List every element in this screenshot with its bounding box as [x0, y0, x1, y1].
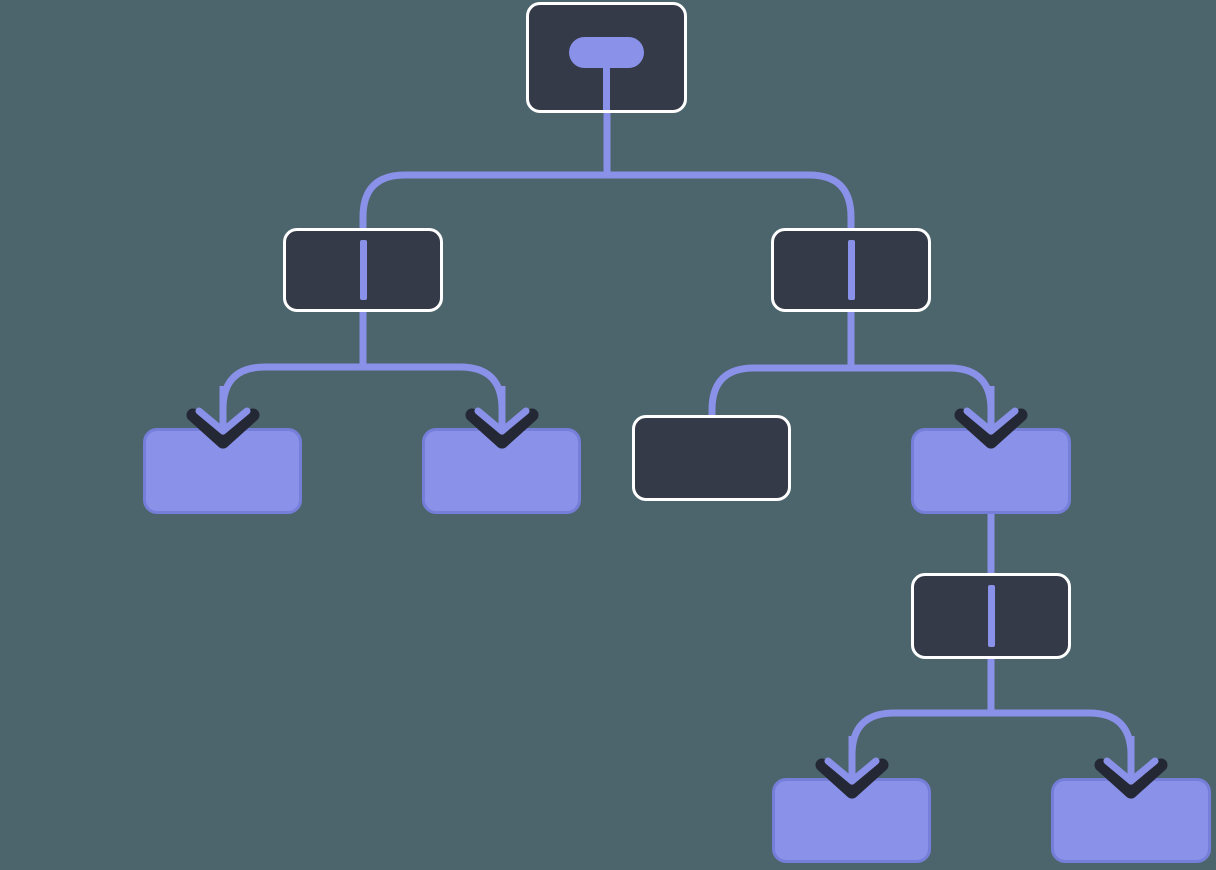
- pill-stem-line: [603, 68, 610, 110]
- node-leaf-4[interactable]: [1051, 778, 1211, 863]
- node-leaf-2[interactable]: [422, 428, 581, 514]
- node-dark-leaf[interactable]: [632, 415, 791, 501]
- pill-stem-icon: [569, 37, 644, 110]
- node-branch-left[interactable]: [283, 228, 443, 312]
- pill-shape: [569, 37, 644, 68]
- node-branch-chain[interactable]: [911, 573, 1071, 659]
- split-bar-icon: [359, 240, 367, 300]
- node-leaf-3[interactable]: [772, 778, 931, 863]
- split-bar-icon: [847, 240, 855, 300]
- node-root[interactable]: [526, 2, 687, 113]
- node-purple-mid[interactable]: [911, 428, 1071, 514]
- split-bar-icon: [987, 585, 995, 647]
- node-leaf-1[interactable]: [143, 428, 302, 514]
- node-branch-right[interactable]: [771, 228, 931, 312]
